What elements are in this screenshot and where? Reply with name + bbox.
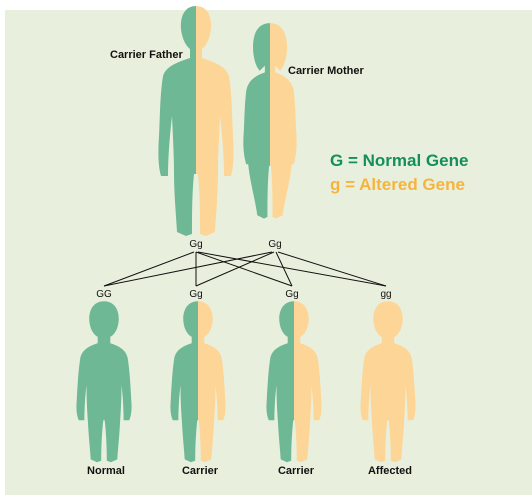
child3-label: Carrier (278, 465, 315, 477)
line-father-child4 (198, 252, 386, 286)
line-mother-child2 (196, 252, 274, 286)
child2-label: Carrier (182, 465, 219, 477)
mother-label: Carrier Mother (288, 65, 365, 77)
legend-normal-gene: G = Normal Gene (330, 151, 468, 170)
child-figure-affected (360, 301, 415, 462)
father-label: Carrier Father (110, 49, 183, 61)
mother-genotype: Gg (268, 239, 281, 250)
child-figure-carrier-1 (170, 301, 225, 462)
child4-genotype: gg (380, 289, 391, 300)
line-father-child3 (196, 252, 292, 286)
legend: G = Normal Gene g = Altered Gene (330, 151, 468, 194)
line-father-child1 (104, 252, 194, 286)
child2-genotype: Gg (189, 289, 202, 300)
child1-label: Normal (87, 465, 125, 477)
father-genotype: Gg (189, 239, 202, 250)
child4-label: Affected (368, 465, 412, 477)
mother-figure (243, 23, 296, 219)
child-figure-carrier-2 (266, 301, 321, 462)
legend-altered-gene: g = Altered Gene (330, 175, 465, 194)
father-figure (158, 6, 233, 236)
line-mother-child1 (104, 252, 272, 286)
child3-genotype: Gg (285, 289, 298, 300)
child-figure-normal (76, 301, 131, 462)
child1-genotype: GG (96, 289, 112, 300)
inheritance-lines (104, 252, 386, 286)
